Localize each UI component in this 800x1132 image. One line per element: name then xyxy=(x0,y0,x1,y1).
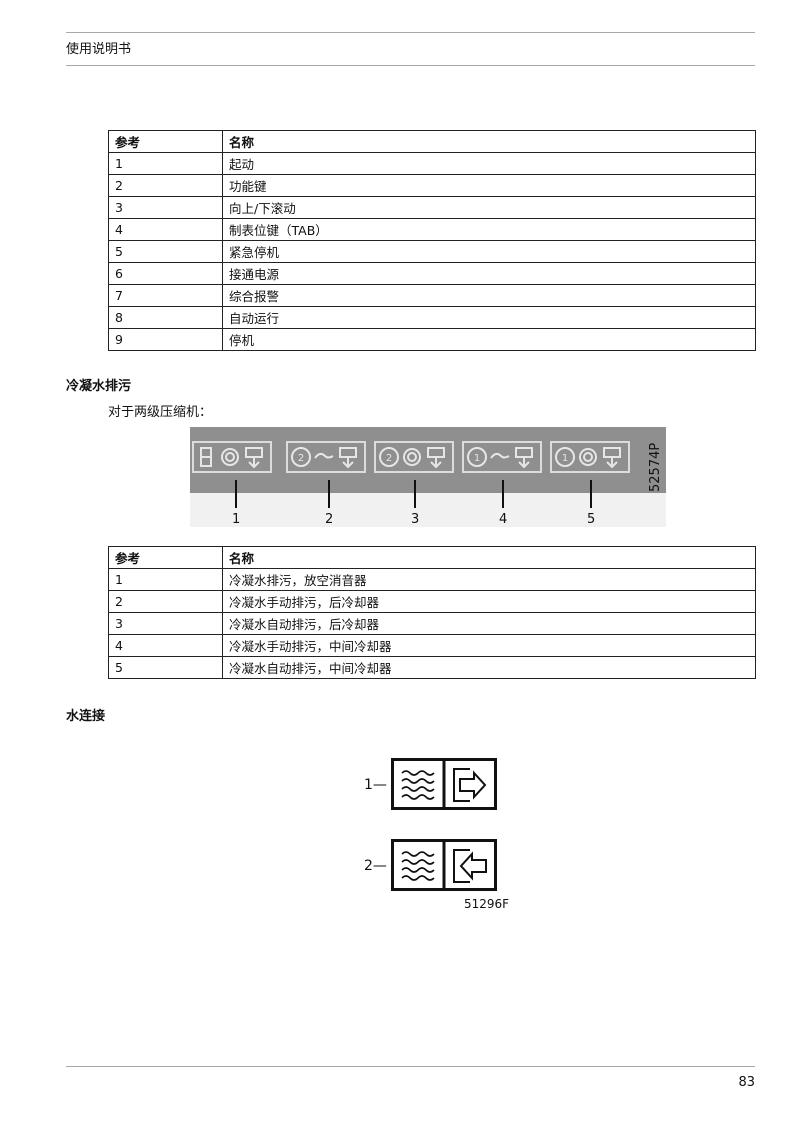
ref-cell: 1 xyxy=(108,568,223,591)
condensate-panel-figure: 2 2 1 1 xyxy=(190,427,666,493)
svg-text:2: 2 xyxy=(298,453,304,464)
svg-text:1: 1 xyxy=(474,453,480,464)
name-cell: 综合报警 xyxy=(222,284,756,307)
ref-cell: 2 xyxy=(108,174,223,197)
name-cell: 冷凝水自动排污，后冷却器 xyxy=(222,612,756,635)
svg-text:2: 2 xyxy=(386,453,392,464)
ref-cell: 6 xyxy=(108,262,223,285)
water-outlet-icon xyxy=(391,758,497,810)
page-number: 83 xyxy=(738,1075,755,1090)
name-cell: 冷凝水排污，放空消音器 xyxy=(222,568,756,591)
callout-leader xyxy=(414,480,416,508)
ref-cell: 1 xyxy=(108,152,223,175)
callout-number: 2 xyxy=(325,512,334,527)
header-bottom-rule xyxy=(66,65,755,66)
water-label-1: 1— xyxy=(364,777,387,793)
panel-lower-strip xyxy=(190,493,666,527)
manual-intercooler-icon: 1 xyxy=(462,441,542,473)
name-cell: 向上/下滚动 xyxy=(222,196,756,219)
callout-leader xyxy=(502,480,504,508)
column-header-name: 名称 xyxy=(222,130,756,153)
callout-leader xyxy=(328,480,330,508)
ref-cell: 7 xyxy=(108,284,223,307)
column-header-name: 名称 xyxy=(222,546,756,569)
name-cell: 接通电源 xyxy=(222,262,756,285)
column-header-ref: 参考 xyxy=(108,130,223,153)
ref-cell: 9 xyxy=(108,328,223,351)
page-header-title: 使用说明书 xyxy=(66,42,132,57)
name-cell: 起动 xyxy=(222,152,756,175)
water-label-2: 2— xyxy=(364,858,387,874)
name-cell: 冷凝水手动排污，中间冷却器 xyxy=(222,634,756,657)
callout-number: 5 xyxy=(587,512,596,527)
table-header-row: 参考 名称 xyxy=(108,546,756,569)
condensate-subtitle: 对于两级压缩机： xyxy=(108,405,213,420)
column-header-ref: 参考 xyxy=(108,546,223,569)
figure-code-water: 51296F xyxy=(464,897,510,911)
auto-intercooler-icon: 1 xyxy=(550,441,630,473)
callout-leader xyxy=(235,480,237,508)
name-cell: 自动运行 xyxy=(222,306,756,329)
ref-cell: 2 xyxy=(108,590,223,613)
callout-number: 4 xyxy=(499,512,508,527)
header-top-rule xyxy=(66,32,755,33)
section-title-water: 水连接 xyxy=(66,709,106,724)
water-inlet-icon xyxy=(391,839,497,891)
table-header-row: 参考 名称 xyxy=(108,130,756,153)
ref-cell: 8 xyxy=(108,306,223,329)
panel-silencer-icon xyxy=(192,441,272,473)
ref-cell: 3 xyxy=(108,196,223,219)
callout-number: 3 xyxy=(411,512,420,527)
figure-code-condensate: 52574P xyxy=(648,442,663,492)
name-cell: 停机 xyxy=(222,328,756,351)
callout-leader xyxy=(590,480,592,508)
ref-cell: 3 xyxy=(108,612,223,635)
name-cell: 制表位键（TAB） xyxy=(222,218,756,241)
name-cell: 功能键 xyxy=(222,174,756,197)
ref-cell: 4 xyxy=(108,634,223,657)
section-title-condensate: 冷凝水排污 xyxy=(66,379,132,394)
ref-cell: 5 xyxy=(108,240,223,263)
ref-cell: 4 xyxy=(108,218,223,241)
name-cell: 冷凝水自动排污，中间冷却器 xyxy=(222,656,756,679)
footer-rule xyxy=(66,1066,755,1067)
name-cell: 冷凝水手动排污，后冷却器 xyxy=(222,590,756,613)
auto-aftercooler-icon: 2 xyxy=(374,441,454,473)
name-cell: 紧急停机 xyxy=(222,240,756,263)
svg-text:1: 1 xyxy=(562,453,568,464)
callout-number: 1 xyxy=(232,512,241,527)
ref-cell: 5 xyxy=(108,656,223,679)
manual-aftercooler-icon: 2 xyxy=(286,441,366,473)
